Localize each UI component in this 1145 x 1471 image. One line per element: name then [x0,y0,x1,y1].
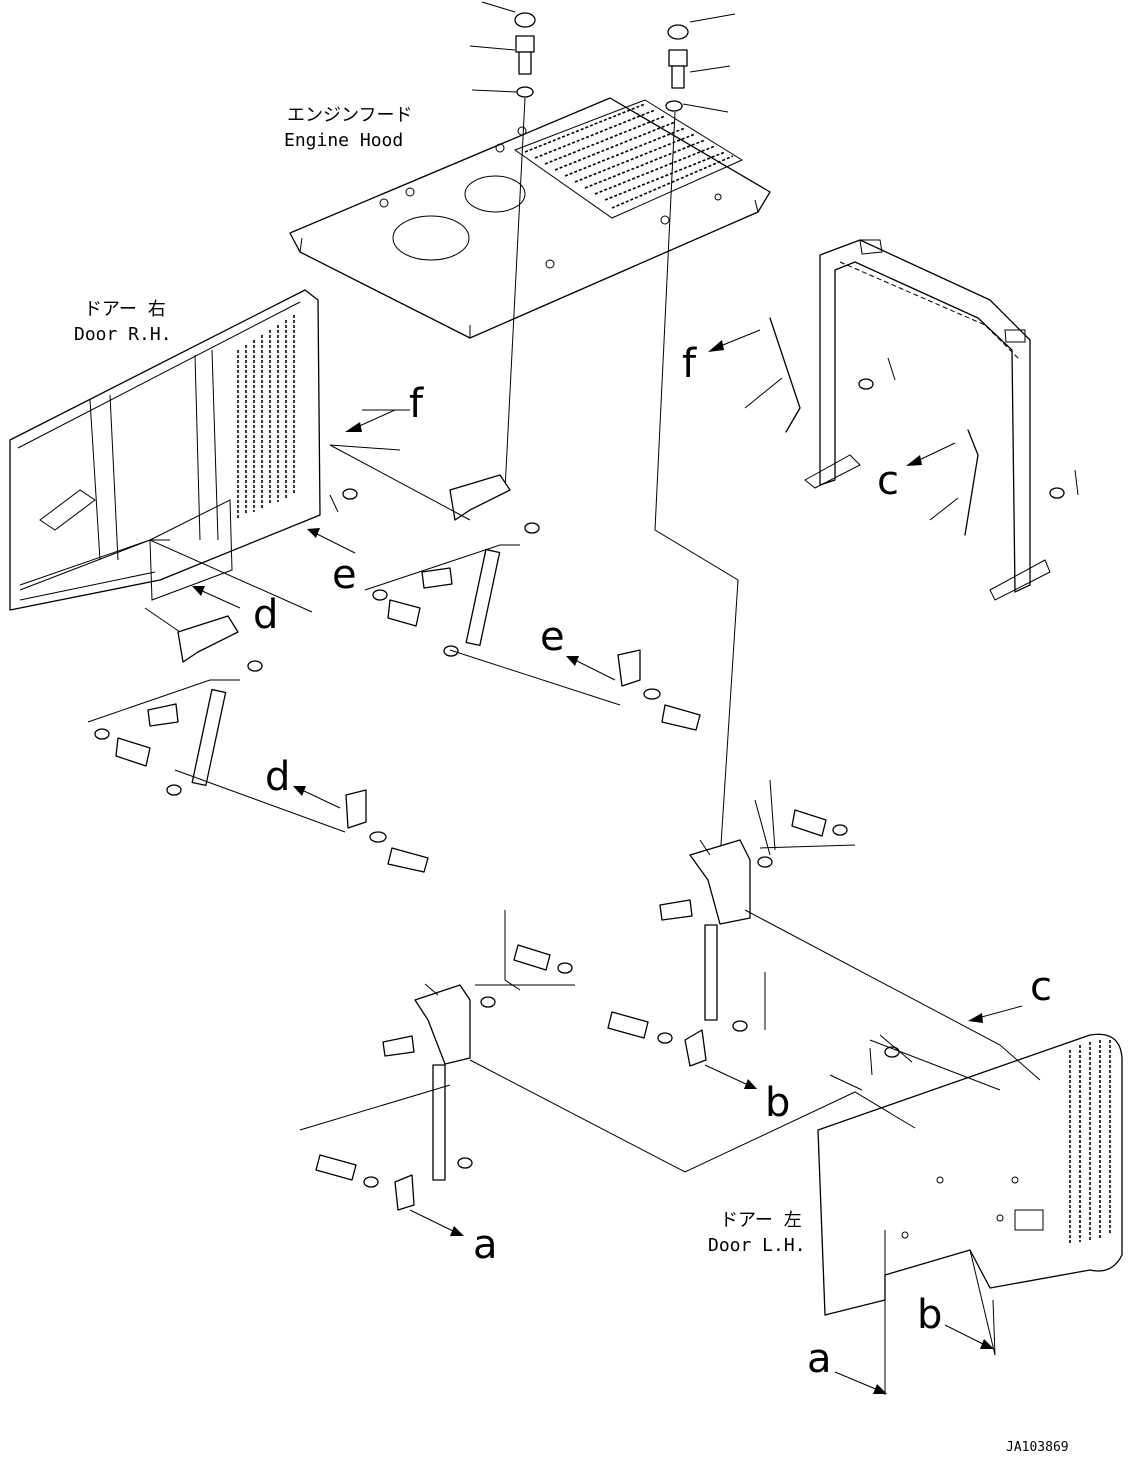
ref-label-c-top: c [877,458,899,504]
stay-assembly-b [607,809,848,1067]
frame-fasteners [329,357,1079,1076]
ref-label-e-right: e [540,614,565,660]
leader-lines [19,409,1041,1395]
engine-hood-label-jp: エンジンフード [287,105,412,126]
drawing-number: JA103869 [1006,1440,1069,1455]
hood-bolts [469,1,739,861]
stay-assembly-e [372,474,701,731]
stay-assembly-a [315,944,573,1211]
door-rh [9,289,321,613]
engine-hood [289,97,771,339]
stay-rods [744,317,979,536]
door-rh-label-en: Door R.H. [74,324,172,345]
ref-label-a-middle: a [473,1222,498,1268]
ref-label-e-left: e [332,552,357,598]
door-lh [817,1033,1123,1316]
ref-label-c-bottom: c [1030,964,1052,1010]
ref-label-d-top: d [253,592,278,638]
reference-arrows [192,329,1023,1394]
ref-label-d-bottom: d [265,754,290,800]
ref-label-f-left: f [409,381,424,427]
door-rh-label-jp: ドアー 右 [84,299,166,320]
ref-label-b-middle: b [765,1080,790,1126]
hood-frame [804,239,1051,601]
engine-hood-label-en: Engine Hood [284,130,403,151]
stay-assembly-d [94,615,429,873]
ref-label-a-bottom: a [807,1336,832,1382]
ref-label-f-right: f [682,341,697,387]
door-lh-label-jp: ドアー 左 [720,1210,802,1231]
ref-label-b-bottom: b [917,1292,942,1338]
door-lh-label-en: Door L.H. [708,1235,806,1256]
